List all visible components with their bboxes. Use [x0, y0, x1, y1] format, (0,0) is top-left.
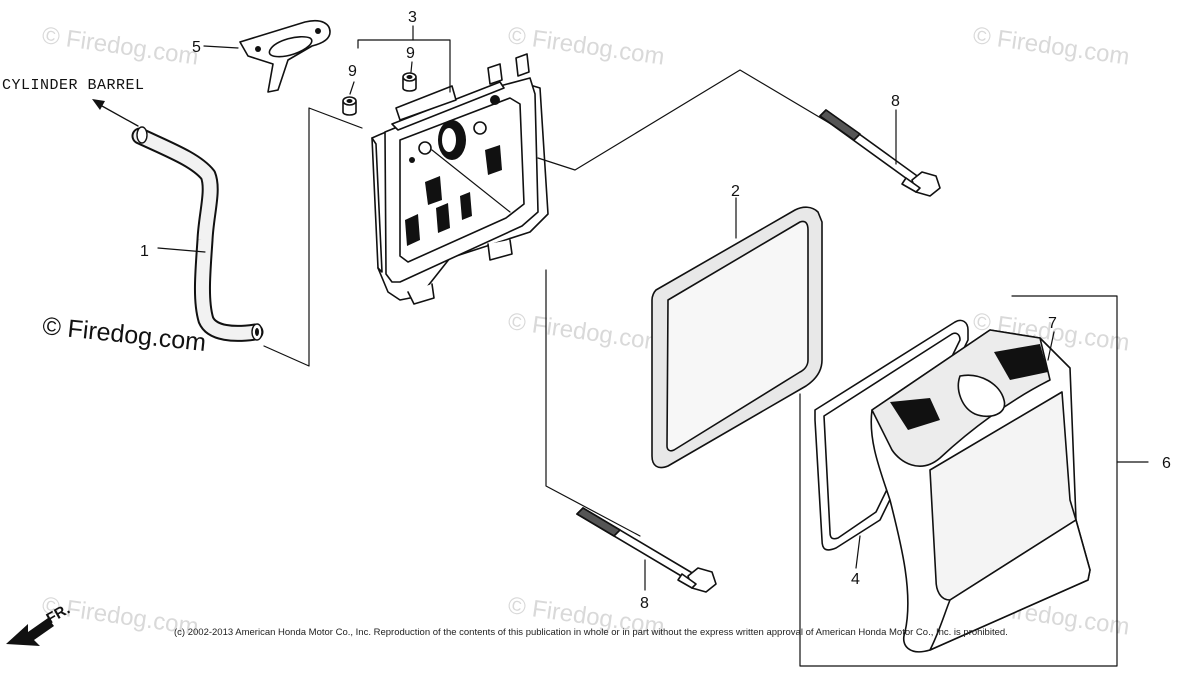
- bolt-part-upper: [819, 109, 941, 197]
- callout-4: 4: [851, 571, 860, 588]
- collar-part-right: [402, 72, 417, 92]
- callout-6: 6: [1162, 455, 1171, 472]
- callout-5: 5: [192, 39, 201, 56]
- callout-3: 3: [408, 9, 417, 26]
- bolt-part-lower: [576, 507, 717, 593]
- cylinder-barrel-arrow: [92, 99, 139, 127]
- callout-8-upper: 8: [891, 93, 900, 110]
- callout-2: 2: [731, 183, 740, 200]
- breather-tube-part: [131, 126, 264, 342]
- callout-1: 1: [140, 243, 149, 260]
- front-direction-arrow: FR.: [6, 601, 73, 646]
- callout-9-right: 9: [406, 45, 415, 62]
- copyright-notice: (c) 2002-2013 American Honda Motor Co., …: [174, 627, 1008, 638]
- callout-9-left: 9: [348, 63, 357, 80]
- cylinder-barrel-label: CYLINDER BARREL: [2, 77, 145, 94]
- callout-8-lower: 8: [640, 595, 649, 612]
- gasket-part: [203, 19, 331, 93]
- callout-7: 7: [1048, 315, 1057, 332]
- collar-part-left: [342, 96, 357, 116]
- air-cleaner-case-part: [371, 53, 549, 305]
- air-cleaner-cover-part: [870, 329, 1091, 653]
- air-filter-element-part: [651, 197, 823, 469]
